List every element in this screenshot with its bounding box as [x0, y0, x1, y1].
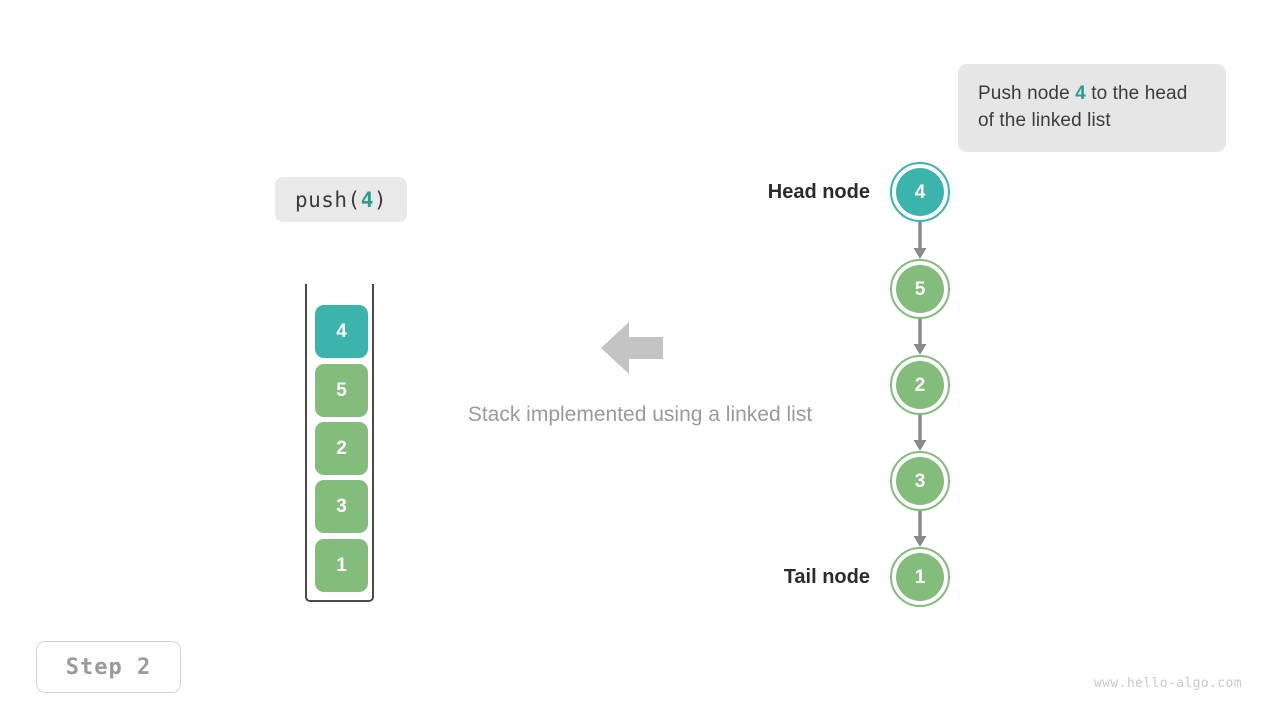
stack-cell-value: 3 — [336, 495, 347, 517]
head-node-label: Head node — [767, 181, 870, 203]
stack-cell-value: 2 — [336, 437, 347, 459]
watermark: www.hello-algo.com — [1093, 676, 1242, 691]
node-disc — [896, 553, 944, 601]
linked-list-node: 2 — [890, 355, 950, 415]
linked-list-connector-arrow — [909, 415, 931, 451]
push-chip-argument: 4 — [360, 187, 374, 212]
linked-list-connector-arrow — [909, 511, 931, 547]
callout-box: Push node 4 to the head of the linked li… — [958, 64, 1226, 152]
stack-cell: 1 — [315, 539, 368, 592]
linked-list-node: 1 — [890, 547, 950, 607]
node-value: 2 — [914, 374, 926, 396]
node-disc — [896, 168, 944, 216]
push-chip-suffix: ) — [373, 187, 388, 212]
callout-highlight-value: 4 — [1075, 83, 1086, 104]
node-value: 5 — [914, 278, 926, 300]
node-disc — [896, 457, 944, 505]
node-value: 4 — [914, 181, 926, 203]
tail-node-label: Tail node — [783, 566, 870, 588]
step-badge: Step 2 — [36, 641, 181, 693]
callout-text-before: Push node — [978, 83, 1076, 104]
stack-cell-value: 4 — [336, 320, 347, 342]
stack-cell: 4 — [315, 305, 368, 358]
push-operation-chip: push(4) — [275, 177, 407, 222]
node-disc — [896, 361, 944, 409]
node-value: 3 — [914, 470, 926, 492]
stack-cell: 5 — [315, 364, 368, 417]
diagram-caption: Stack implemented using a linked list — [467, 403, 813, 426]
push-chip-prefix: push( — [294, 187, 361, 212]
node-disc — [896, 265, 944, 313]
linked-list-connector-arrow — [909, 222, 931, 259]
linked-list-node: 5 — [890, 259, 950, 319]
node-value: 1 — [914, 566, 926, 588]
stack-cell-value: 1 — [336, 554, 347, 576]
linked-list-connector-arrow — [909, 319, 931, 355]
linked-list-node: 4 — [890, 162, 950, 222]
stack-cell: 3 — [315, 480, 368, 533]
linked-list-node: 3 — [890, 451, 950, 511]
left-arrow-icon — [601, 320, 663, 376]
stack-cell-value: 5 — [336, 379, 347, 401]
stack-cell: 2 — [315, 422, 368, 475]
stack-container: 4 5 2 3 1 — [305, 284, 374, 602]
callout-text-after: to the head of the linked list — [978, 83, 1188, 131]
